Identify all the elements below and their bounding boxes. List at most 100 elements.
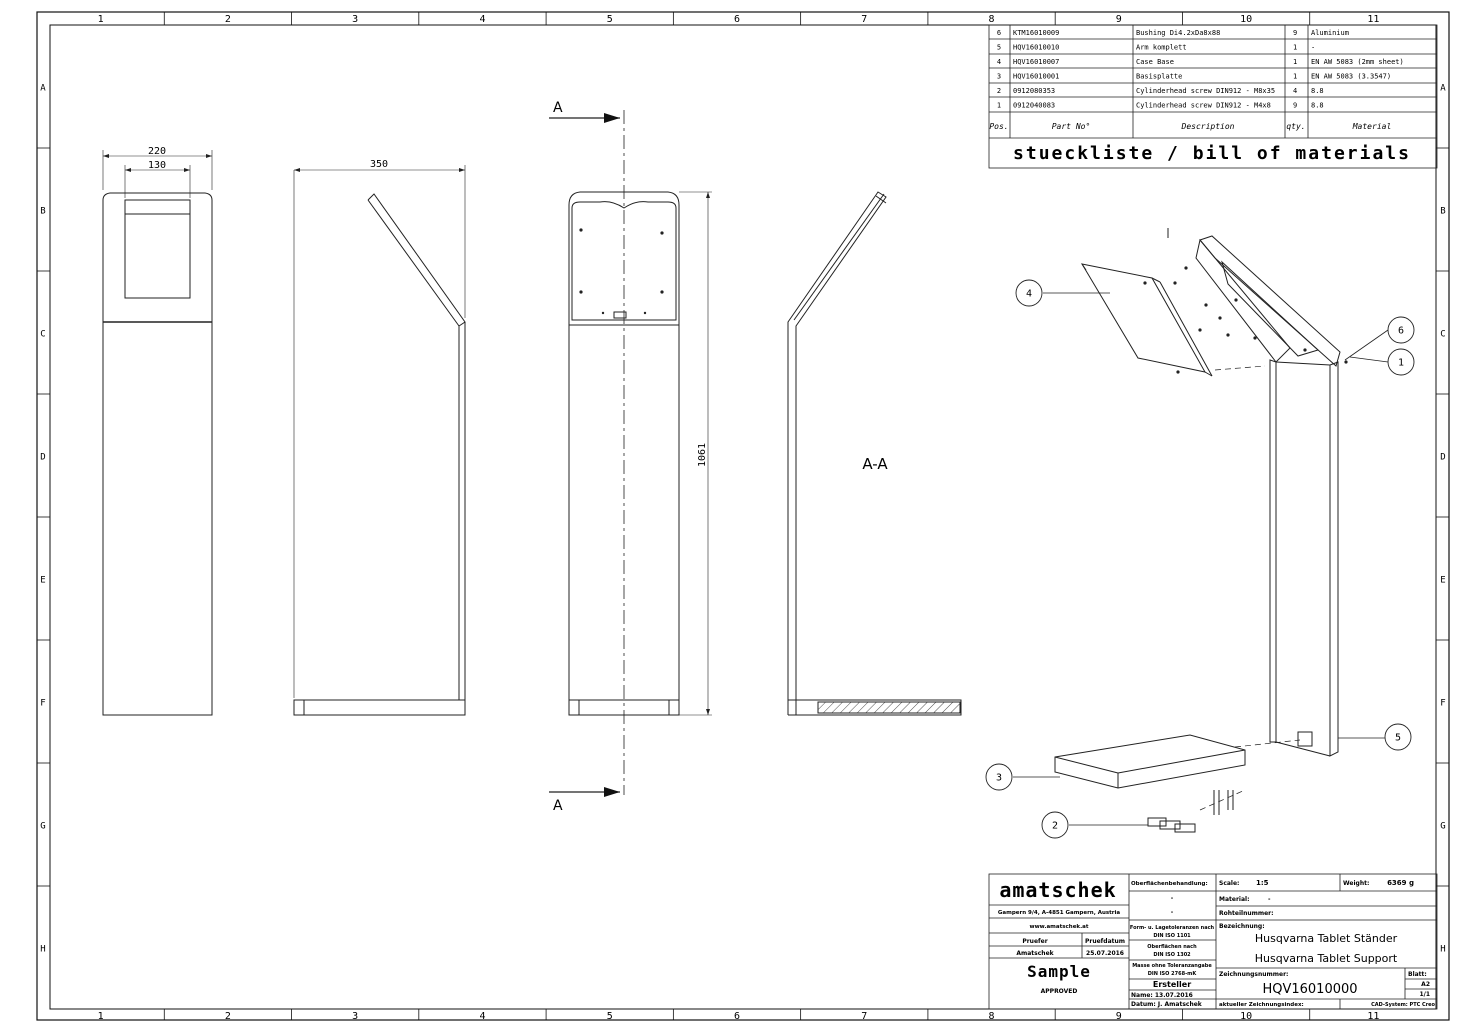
bom-cell-material: 8.8 [1311,87,1324,95]
tolerance-surface-std: DIN ISO 1302 [1153,952,1191,958]
section-cut-label-bottom: A [553,798,563,814]
bom-row: 3 HQV16010001 Basisplatte 1 EN AW 5083 (3.35… [997,73,1391,81]
zone-row-label: A [1440,84,1446,94]
drawing-number: HQV16010000 [1262,982,1357,997]
bom-header-pos: Pos. [989,122,1008,131]
bom-cell-material: 8.8 [1311,102,1324,110]
designation-label: Bezeichnung: [1219,923,1265,930]
bom-cell-material: - [1311,44,1315,52]
weight-value: 6369 g [1387,879,1414,887]
zone-column-label: 6 [734,1011,740,1022]
section-view [787,191,962,716]
creator-label: Ersteller [1153,980,1191,989]
tolerance-general-std: DIN ISO 2768-mK [1148,971,1198,977]
balloon-6: 6 [1387,316,1415,344]
bom-cell-part-no: 0912040083 [1013,102,1055,110]
zone-row-label: G [40,822,45,832]
isometric-holes [1143,266,1348,374]
zone-column-label: 4 [479,1011,485,1022]
cad-system-label: CAD-System: PTC Creo [1371,1002,1435,1008]
bom-cell-pos: 4 [997,58,1001,66]
check-date: 25.07.2016 [1086,950,1124,957]
bom-cell-description: Cylinderhead screw DIN912 - M4x8 [1136,102,1271,110]
bom-cell-qty: 4 [1293,87,1297,95]
zone-column-label: 9 [1116,1011,1122,1022]
zone-column-label: 3 [352,14,358,25]
sample-stamp: Sample [1027,962,1091,981]
balloon-number: 4 [1026,289,1032,300]
tolerance-general-label: Masse ohne Toleranzangabe [1132,963,1212,969]
creator-name: Name: 13.07.2016 [1131,992,1193,999]
tolerance-surface-label: Oberflächen nach [1147,944,1197,950]
company-address: Gampern 9/4, A-4851 Gampern, Austria [998,910,1121,916]
bom-cell-part-no: KTM16010009 [1013,29,1059,37]
bom-cell-description: Case Base [1136,58,1174,66]
zone-row-label: H [1440,945,1445,955]
zone-row-label: E [40,576,45,586]
zone-row-label: H [40,945,45,955]
checker-label: Pruefer [1022,938,1047,945]
zone-column-label: 8 [989,14,995,25]
revision-label: aktueller Zeichnungsindex: [1219,1002,1304,1008]
zone-row-label: B [40,207,45,217]
balloon-leaders [1013,292,1389,826]
side-view [293,165,466,716]
zone-row-label: D [1440,453,1445,463]
surface-label: Oberflächenbehandlung: [1131,881,1208,887]
zone-column-label: 10 [1240,14,1252,25]
zone-column-label: 11 [1367,14,1379,25]
designation-de: Husqvarna Tablet Ständer [1255,932,1398,945]
drawing-number-label: Zeichnungsnummer: [1219,971,1288,978]
section-view-label: A-A [862,455,888,473]
dim-width-total: 220 [148,146,166,157]
company-website: www.amatschek.at [1029,924,1088,930]
isometric-view [1054,228,1341,833]
company-logo: amatschek [999,878,1116,902]
title-block [988,873,1438,1010]
section-cut-label-top: A [553,100,563,116]
creator-date: Datum: J. Amatschek [1131,1001,1203,1008]
zone-column-label: 1 [98,1011,104,1022]
bom-header-part-no: Part No° [1052,122,1091,131]
dim-depth: 350 [370,159,388,170]
bom-cell-description: Basisplatte [1136,73,1182,81]
bom-cell-material: Aluminium [1311,29,1349,37]
bom-cell-part-no: 0912080353 [1013,87,1055,95]
tolerance-form-std: DIN ISO 1101 [1153,933,1191,939]
zone-column-label: 3 [352,1011,358,1022]
outer-frame [36,11,1450,1021]
back-view [549,110,712,797]
weight-label: Weight: [1343,880,1369,887]
zone-column-label: 5 [607,14,613,25]
bom-table [988,24,1438,169]
checker-name: Amatschek [1016,950,1054,957]
bom-cell-part-no: HQV16010001 [1013,73,1059,81]
zone-column-label: 1 [98,14,104,25]
scale-label: Scale: [1219,880,1239,887]
balloon-number: 3 [996,773,1002,784]
zone-column-label: 2 [225,14,231,25]
balloon-number: 5 [1395,733,1401,744]
zone-column-label: 6 [734,14,740,25]
zone-column-label: 8 [989,1011,995,1022]
balloon-number: 1 [1398,358,1404,369]
zone-row-label: E [1440,576,1445,586]
bom-cell-material: EN AW 5083 (2mm sheet) [1311,58,1404,66]
bom-cell-pos: 3 [997,73,1001,81]
check-date-label: Pruefdatum [1085,938,1125,945]
zone-column-label: 4 [479,14,485,25]
format-value: A2 [1421,981,1430,988]
zone-column-label: 2 [225,1011,231,1022]
balloon-1: 1 [1387,348,1415,376]
bom-cell-material: EN AW 5083 (3.3547) [1311,73,1391,81]
bom-cell-qty: 9 [1293,29,1297,37]
bom-cell-qty: 1 [1293,44,1297,52]
bom-cell-qty: 1 [1293,73,1297,81]
sheet-value: 1/1 [1419,991,1430,998]
bom-header-description: Description [1181,122,1235,131]
balloon-number: 2 [1052,821,1058,832]
